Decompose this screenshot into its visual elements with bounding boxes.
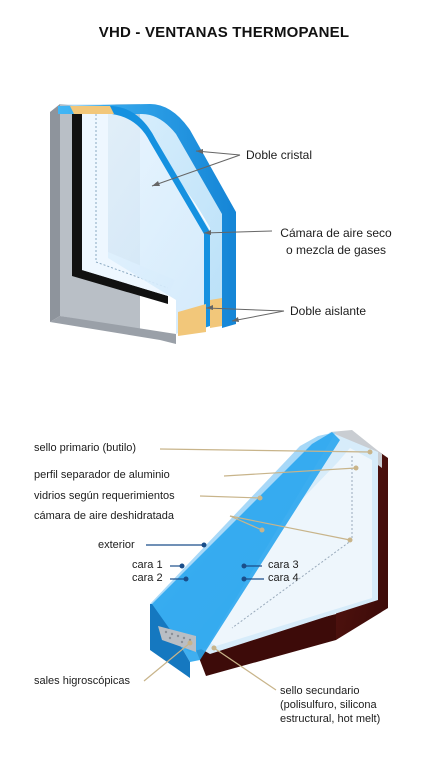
- glass-edge-2: [150, 432, 340, 662]
- label-camara-line2: o mezcla de gases: [285, 243, 387, 257]
- label-sello-secundario: sello secundario (polisulfuro, silicona …: [280, 684, 380, 726]
- label-sello-sec-line3: estructural, hot melt): [280, 713, 381, 725]
- label-camara-aire-deshidratada: cámara de aire deshidratada: [34, 510, 175, 522]
- label-doble-aislante: Doble aislante: [290, 304, 367, 318]
- label-cara-2: cara 2: [132, 572, 163, 584]
- diagram-top: [50, 104, 285, 344]
- label-sello-sec-line2: (polisulfuro, silicona: [280, 699, 377, 711]
- diagram-bottom: [143, 430, 388, 691]
- label-sello-sec-line1: sello secundario: [280, 685, 360, 697]
- air-chamber: [82, 106, 175, 296]
- insulator-bottom: [178, 304, 206, 336]
- label-camara-aire: Cámara de aire seco o mezcla de gases: [272, 226, 400, 257]
- label-camara-line1: Cámara de aire seco: [280, 226, 392, 240]
- label-cara-1: cara 1: [132, 559, 163, 571]
- label-vidrios: vidrios según requerimientos: [34, 490, 175, 502]
- seal-brown-bottom: [196, 614, 336, 676]
- glass-back: [60, 104, 210, 334]
- insulator-bottom-2: [210, 298, 222, 328]
- page-title: VHD - VENTANAS THERMOPANEL: [98, 24, 350, 41]
- insulator-top: [70, 106, 114, 114]
- frame-bottom: [50, 316, 176, 344]
- frame-left: [50, 104, 60, 322]
- glass-edge-mid: [108, 106, 210, 328]
- label-cara-3: cara 3: [268, 559, 299, 571]
- label-cara-4: cara 4: [268, 572, 299, 584]
- glass-edge-top: [58, 104, 236, 328]
- label-sello-primario: sello primario (butilo): [34, 442, 137, 454]
- label-exterior: exterior: [98, 539, 135, 551]
- hygroscopic-salts: [164, 630, 192, 644]
- label-sales-higroscopicas: sales higroscópicas: [34, 675, 130, 687]
- spacer-black: [72, 112, 168, 304]
- label-perfil-separador: perfil separador de aluminio: [34, 469, 170, 481]
- label-doble-cristal: Doble cristal: [246, 148, 313, 162]
